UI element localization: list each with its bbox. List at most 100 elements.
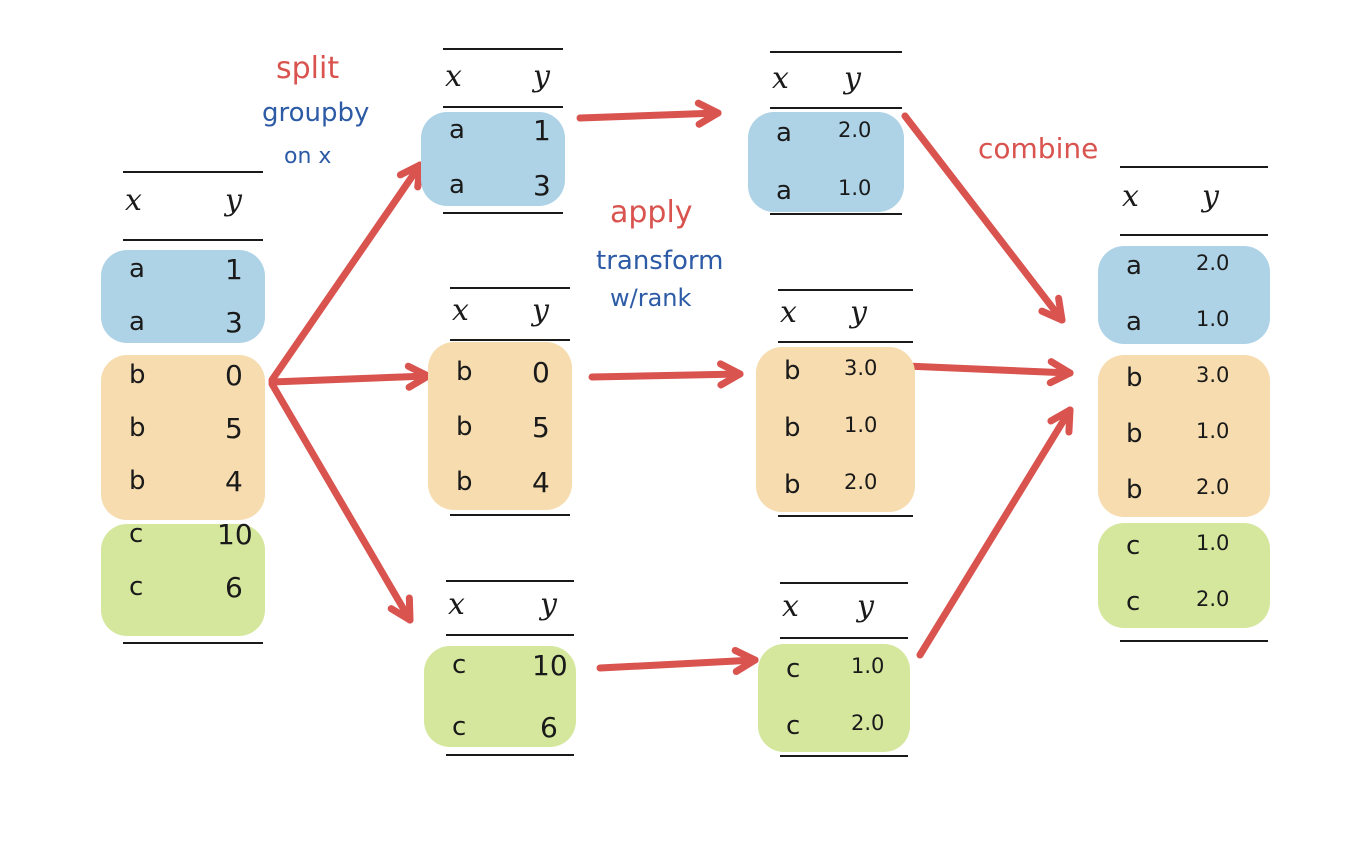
cell-x: c: [1126, 531, 1141, 561]
arrow-apply-a: [576, 99, 722, 128]
top-rule: [780, 582, 908, 584]
group-block-b: [428, 342, 572, 510]
arrow-split-to-a: [268, 161, 424, 384]
cell-y: 1: [225, 253, 243, 286]
cell-x: b: [456, 467, 473, 497]
header-rule: [1120, 234, 1268, 236]
cell-y: 2.0: [1196, 475, 1230, 499]
cell-x: b: [1126, 363, 1143, 393]
cell-y: 3.0: [844, 356, 878, 380]
cell-x: a: [776, 176, 792, 206]
column-header-x: x: [1122, 179, 1139, 214]
cell-x: a: [129, 307, 145, 337]
cell-y: 1.0: [838, 176, 872, 200]
column-header-y: y: [1202, 179, 1219, 214]
top-rule: [123, 171, 263, 173]
top-rule: [443, 48, 563, 50]
cell-x: b: [129, 413, 146, 443]
group-block-c: [1098, 523, 1270, 628]
top-rule: [446, 580, 574, 582]
cell-y: 3: [225, 306, 243, 339]
arrow-combine-c: [916, 406, 1074, 659]
cell-x: b: [1126, 475, 1143, 505]
cell-x: c: [129, 572, 144, 602]
header-rule: [450, 339, 570, 341]
cell-x: c: [452, 712, 467, 742]
column-header-y: y: [844, 61, 861, 96]
label-on-x: on x: [284, 144, 332, 169]
cell-y: 2.0: [838, 118, 872, 142]
cell-y: 2.0: [1196, 587, 1230, 611]
cell-x: c: [452, 650, 467, 680]
group-block-c: [101, 524, 265, 636]
cell-y: 2.0: [1196, 251, 1230, 275]
bottom-rule: [770, 213, 902, 215]
group-block-a: [1098, 246, 1270, 344]
column-header-y: y: [540, 587, 557, 622]
cell-y: 5: [532, 411, 550, 444]
column-header-x: x: [780, 295, 797, 330]
top-rule: [778, 289, 913, 291]
cell-y: 1: [533, 114, 551, 147]
bottom-rule: [778, 515, 913, 517]
arrow-apply-b: [588, 360, 744, 389]
cell-x: b: [129, 360, 146, 390]
arrow-combine-a: [901, 112, 1066, 324]
cell-y: 1.0: [851, 654, 885, 678]
cell-y: 0: [532, 356, 550, 389]
cell-x: a: [129, 254, 145, 284]
cell-x: a: [1126, 251, 1142, 281]
cell-y: 0: [225, 359, 243, 392]
column-header-x: x: [772, 61, 789, 96]
arrow-combine-b: [902, 358, 1074, 387]
label-combine: combine: [978, 132, 1099, 165]
cell-x: c: [129, 519, 144, 549]
bottom-rule: [446, 754, 574, 756]
cell-x: b: [456, 412, 473, 442]
cell-y: 2.0: [851, 711, 885, 735]
group-block-b: [101, 355, 265, 520]
column-header-x: x: [448, 587, 465, 622]
bottom-rule: [443, 212, 563, 214]
cell-y: 5: [225, 412, 243, 445]
cell-x: a: [449, 170, 465, 200]
top-rule: [450, 287, 570, 289]
cell-x: b: [1126, 419, 1143, 449]
cell-x: a: [1126, 307, 1142, 337]
top-rule: [770, 51, 902, 53]
cell-y: 10: [532, 649, 568, 682]
arrow-split-to-c: [268, 380, 414, 624]
label-split: split: [276, 51, 340, 86]
cell-x: b: [129, 466, 146, 496]
cell-y: 4: [225, 465, 243, 498]
bottom-rule: [123, 642, 263, 644]
column-header-x: x: [782, 589, 799, 624]
column-header-x: x: [452, 293, 469, 328]
group-block-c: [758, 644, 910, 752]
header-rule: [446, 634, 574, 636]
cell-x: a: [449, 115, 465, 145]
cell-x: c: [786, 654, 801, 684]
group-block-c: [424, 646, 576, 747]
label-groupby: groupby: [262, 98, 370, 128]
cell-x: b: [784, 356, 801, 386]
header-rule: [443, 106, 563, 108]
label-transform: transform: [596, 246, 724, 276]
label-w-rank: w/rank: [610, 284, 692, 312]
cell-x: c: [786, 711, 801, 741]
cell-y: 4: [532, 466, 550, 499]
arrow-split-to-b: [268, 362, 432, 391]
column-header-y: y: [532, 293, 549, 328]
group-block-a: [748, 112, 904, 212]
cell-y: 1.0: [1196, 419, 1230, 443]
cell-y: 10: [217, 518, 253, 551]
top-rule: [1120, 166, 1268, 168]
cell-y: 3.0: [1196, 363, 1230, 387]
arrow-apply-c: [596, 646, 759, 676]
cell-x: a: [776, 118, 792, 148]
group-block-b: [1098, 355, 1270, 517]
bottom-rule: [450, 514, 570, 516]
cell-y: 6: [225, 571, 243, 604]
